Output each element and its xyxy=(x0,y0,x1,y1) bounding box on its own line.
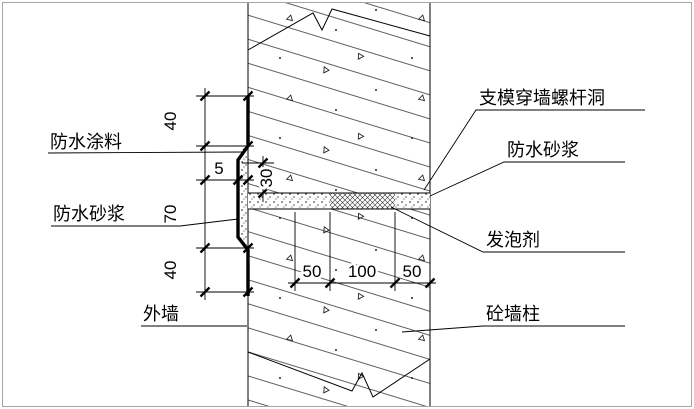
break-line-top xyxy=(247,8,431,51)
dim-30: 30 xyxy=(257,169,276,188)
leader-foaming-agent xyxy=(390,206,625,253)
label-foaming-agent: 发泡剂 xyxy=(486,230,540,250)
dim-70: 70 xyxy=(161,205,180,224)
dim-40-bottom: 40 xyxy=(161,261,180,280)
leader-waterproof-mortar-left xyxy=(51,218,239,227)
mortar-fill-outer xyxy=(248,193,330,209)
leader-formwork-screw-hole xyxy=(423,109,645,191)
bottom-dimension-chain: 50 100 50 xyxy=(288,212,436,291)
leader-waterproof-coating xyxy=(47,151,245,154)
label-waterproof-mortar-left: 防水砂浆 xyxy=(53,204,125,224)
left-dimension-chain: 40 70 40 5 xyxy=(161,88,254,300)
leader-waterproof-mortar-right xyxy=(429,161,625,197)
screw-hole-strip xyxy=(248,192,430,210)
mortar-fill-inner xyxy=(395,193,430,209)
dim-40-top: 40 xyxy=(161,112,180,131)
label-waterproof-mortar-right: 防水砂浆 xyxy=(507,140,579,160)
dim-50-right: 50 xyxy=(403,262,422,281)
label-exterior-wall: 外墙 xyxy=(143,304,179,324)
waterproof-coating-line xyxy=(236,96,250,296)
label-formwork-screw-hole: 支模穿墙螺杆洞 xyxy=(479,88,605,108)
dim-50-left: 50 xyxy=(303,262,322,281)
right-labels: 支模穿墙螺杆洞 防水砂浆 发泡剂 砼墙柱 xyxy=(390,88,645,333)
break-line-bottom xyxy=(247,351,431,398)
mortar-band xyxy=(238,146,248,250)
dim-5: 5 xyxy=(214,159,223,178)
label-waterproof-coating: 防水涂料 xyxy=(50,132,122,152)
outer-face-waterproofing xyxy=(236,96,250,296)
left-labels: 防水涂料 防水砂浆 外墙 xyxy=(47,132,247,327)
foam-fill-middle xyxy=(330,193,395,209)
dim-30-group: 30 xyxy=(242,156,279,202)
dim-100: 100 xyxy=(348,262,376,281)
label-concrete-wall-column: 砼墙柱 xyxy=(486,304,540,324)
leader-concrete-wall-column xyxy=(401,325,625,333)
